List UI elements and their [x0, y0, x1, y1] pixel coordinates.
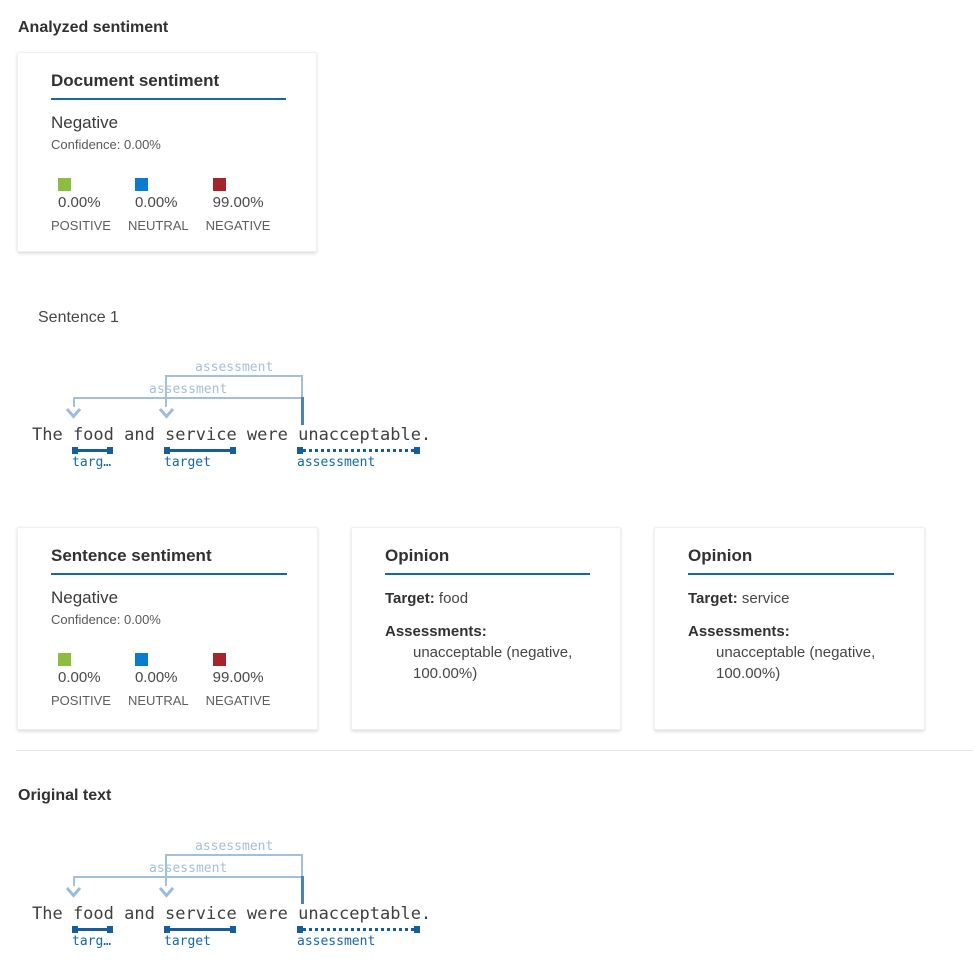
- arc-label-assessment-top: assessment: [195, 360, 274, 375]
- target-value: service: [741, 590, 790, 607]
- results-cards-row: Sentence sentiment Negative Confidence: …: [17, 527, 925, 730]
- heading-original-text: Original text: [18, 787, 112, 804]
- confidence-text: Confidence: 0.00%: [51, 137, 161, 152]
- target-underline: [72, 447, 113, 454]
- arc-top-left-stem: [165, 375, 167, 407]
- negative-swatch-icon: [212, 178, 226, 191]
- token-label-assessment: assessment: [297, 934, 376, 949]
- arc-top-left-stem: [165, 854, 167, 886]
- arc-label-assessment-top: assessment: [195, 839, 274, 854]
- arrow-down-icon: [158, 887, 175, 898]
- negative-value: 99.00%: [212, 669, 264, 686]
- arc-right-stem-light: [301, 375, 303, 397]
- token-label-targ: targ…: [72, 934, 112, 949]
- sentence-sentiment-card: Sentence sentiment Negative Confidence: …: [17, 527, 318, 730]
- token-label-assessment: assessment: [297, 455, 376, 470]
- arc-right-stem-dark: [301, 876, 304, 904]
- opinion-card-service: Opinion Target: service Assessments: una…: [654, 527, 925, 730]
- card-title: Sentence sentiment: [51, 546, 287, 575]
- arc-right-stem-light: [301, 854, 303, 876]
- sentence-text: The food and service were unacceptable.: [32, 425, 432, 445]
- target-label: Target:: [385, 590, 435, 607]
- score-row: 0.00% POSITIVE 0.00% NEUTRAL 99.00% NEGA…: [51, 178, 286, 234]
- assessment-underline: [297, 447, 420, 454]
- target-underline: [72, 926, 113, 933]
- assessments-label: Assessments:: [385, 623, 487, 640]
- neutral-label: NEUTRAL: [127, 693, 189, 708]
- section-divider: [16, 750, 973, 751]
- token-label-targ: targ…: [72, 455, 112, 470]
- neutral-swatch-icon: [134, 178, 148, 191]
- negative-label: NEGATIVE: [205, 693, 271, 708]
- assessment-value: unacceptable (negative, 100.00%): [716, 644, 876, 682]
- assessment-value: unacceptable (negative, 100.00%): [413, 644, 573, 682]
- opinion-card-food: Opinion Target: food Assessments: unacce…: [351, 527, 621, 730]
- target-value: food: [438, 590, 469, 607]
- card-title: Document sentiment: [51, 71, 286, 100]
- negative-swatch-icon: [212, 653, 226, 666]
- target-line: Target: service: [688, 589, 894, 608]
- target-underline: [164, 926, 236, 933]
- arrow-down-icon: [158, 408, 175, 419]
- confidence-text: Confidence: 0.00%: [51, 612, 161, 627]
- arc-bottom-line: [73, 397, 303, 399]
- negative-value: 99.00%: [212, 194, 264, 211]
- score-neutral: 0.00% NEUTRAL: [128, 653, 189, 709]
- negative-label: NEGATIVE: [205, 218, 271, 233]
- assessment-underline: [297, 926, 420, 933]
- arc-label-assessment-bottom: assessment: [149, 382, 228, 397]
- positive-label: POSITIVE: [51, 693, 111, 708]
- arrow-down-icon: [65, 887, 82, 898]
- neutral-swatch-icon: [134, 653, 148, 666]
- card-title: Opinion: [688, 546, 894, 575]
- score-negative: 99.00% NEGATIVE: [205, 653, 271, 709]
- neutral-value: 0.00%: [134, 194, 178, 211]
- sentence-annotation-diagram: assessment assessment The food and servi…: [0, 361, 480, 471]
- score-negative: 99.00% NEGATIVE: [205, 178, 271, 234]
- score-positive: 0.00% POSITIVE: [51, 178, 111, 234]
- arc-label-assessment-bottom: assessment: [149, 861, 228, 876]
- sentence-text: The food and service were unacceptable.: [32, 904, 432, 924]
- score-positive: 0.00% POSITIVE: [51, 653, 111, 709]
- token-label-target: target: [164, 455, 211, 470]
- target-label: Target:: [688, 590, 738, 607]
- positive-swatch-icon: [58, 178, 71, 191]
- arc-bottom-left-stem: [73, 876, 75, 886]
- score-neutral: 0.00% NEUTRAL: [128, 178, 189, 234]
- heading-analyzed-sentiment: Analyzed sentiment: [18, 19, 169, 36]
- arc-top-line: [165, 854, 303, 856]
- positive-value: 0.00%: [58, 194, 101, 211]
- assessments-label: Assessments:: [688, 623, 790, 640]
- document-sentiment-card: Document sentiment Negative Confidence: …: [17, 52, 317, 252]
- score-row: 0.00% POSITIVE 0.00% NEUTRAL 99.00% NEGA…: [51, 653, 287, 709]
- arc-top-line: [165, 375, 303, 377]
- neutral-label: NEUTRAL: [127, 218, 189, 233]
- heading-sentence-1: Sentence 1: [38, 309, 119, 326]
- positive-label: POSITIVE: [51, 218, 111, 233]
- original-text-annotation-diagram: assessment assessment The food and servi…: [0, 840, 480, 950]
- target-underline: [164, 447, 236, 454]
- token-label-target: target: [164, 934, 211, 949]
- sentiment-value: Negative: [51, 588, 119, 607]
- sentiment-value: Negative: [51, 113, 119, 132]
- card-title: Opinion: [385, 546, 590, 575]
- arc-right-stem-dark: [301, 397, 304, 425]
- neutral-value: 0.00%: [134, 669, 178, 686]
- target-line: Target: food: [385, 589, 590, 608]
- arc-bottom-line: [73, 876, 303, 878]
- arrow-down-icon: [65, 408, 82, 419]
- positive-swatch-icon: [58, 653, 71, 666]
- positive-value: 0.00%: [58, 669, 101, 686]
- arc-bottom-left-stem: [73, 397, 75, 407]
